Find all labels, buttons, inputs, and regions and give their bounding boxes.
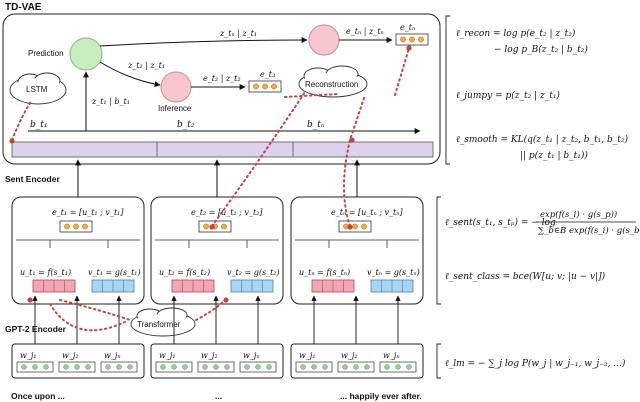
- sent-equation-lhs: ℓ_sent(s_t₁, s_tₚ) = − log: [445, 217, 556, 228]
- connector-dot: [209, 224, 215, 230]
- b-t1-label: b_t₁: [30, 120, 48, 130]
- v-vector: [91, 279, 135, 293]
- word-label: w_jₙ: [383, 351, 400, 360]
- embedding-dot: [352, 223, 358, 230]
- inference-label: Inference: [158, 104, 192, 113]
- word-label: w_j₂: [341, 351, 358, 360]
- word-label: w_j₁: [159, 351, 176, 360]
- sent-equation-den: ∑_b∈B exp(f(s_i) · g(s_b)): [538, 225, 640, 236]
- embedding-dot: [409, 36, 415, 43]
- story-middle-text: ...: [215, 391, 222, 401]
- embedding-dot: [262, 83, 268, 90]
- word-label: w_j₁: [299, 351, 316, 360]
- embedding-dot: [203, 223, 209, 230]
- embedding-dot: [271, 83, 277, 90]
- embedding-dot: [73, 223, 79, 230]
- u-equation: u_t₁ = f(s_t₁): [20, 268, 71, 277]
- prediction-to-inference-arrow: [99, 61, 161, 88]
- embedding-dot: [253, 83, 259, 90]
- prediction-node: [69, 37, 103, 71]
- connector-dot: [406, 45, 412, 51]
- e-equation: e_tₙ = [u_tₙ ; v_tₙ]: [331, 208, 403, 217]
- story-start-text: Once upon ...: [11, 391, 65, 401]
- e-tn-label: e_tₙ: [400, 23, 415, 32]
- connector-dot: [9, 138, 15, 144]
- transformer-cloud: Transformer: [130, 307, 196, 337]
- embedding-dot: [400, 36, 406, 43]
- recon-equation-cont: − log p_B(z_t₂ | b_t₂): [494, 44, 588, 55]
- e-equation: e_t₂ = [u_t₂ ; v_t₂]: [191, 208, 263, 217]
- lstm-cloud: LSTM: [9, 72, 67, 105]
- e-t3-label: e_t₃: [260, 70, 275, 79]
- gpt2-encoder-title: GPT-2 Encoder: [5, 324, 67, 334]
- embedding-dot: [82, 223, 88, 230]
- b-t2-label: b_t₂: [177, 120, 195, 130]
- embedding-dot: [418, 36, 424, 43]
- b-tn-label: b_tₙ: [307, 120, 325, 130]
- embedding-dot: [221, 223, 227, 230]
- reconstruction-label: Reconstruction: [305, 80, 358, 89]
- word-group-3: w_j₁ w_j₂ w_jₙ: [290, 343, 424, 379]
- word-label: w_jₙ: [243, 351, 260, 360]
- word-label: w_j₂: [62, 351, 79, 360]
- dotted-connectors: [11, 44, 411, 332]
- v-equation: v_t₂ = g(s_t₂): [227, 268, 280, 277]
- sent-class-equation: ℓ_sent_class = bce(W[u; v; |u − v|]): [445, 271, 606, 282]
- u-vector: [311, 279, 355, 293]
- e-equation: e_t₁ = [u_t₁ ; v_t₁]: [52, 208, 124, 217]
- zn-node: [308, 24, 340, 56]
- word-group-2: w_j₁ w_j₂ w_jₙ: [150, 343, 284, 379]
- inference-node: [160, 71, 192, 103]
- sent-encoder-brace: [436, 196, 441, 305]
- connector-dot: [347, 224, 353, 230]
- u-equation: u_tₙ = f(s_tₙ): [299, 268, 350, 277]
- word-label: w_jₙ: [104, 351, 121, 360]
- sent-encoder-title: Sent Encoder: [5, 174, 60, 184]
- story-end-text: ... happily ever after.: [340, 391, 422, 401]
- word-group-1: w_j₁ w_j₂ w_jₙ: [11, 343, 145, 379]
- z1-given-b1-label: z_t₁ | b_t₁: [91, 97, 130, 106]
- v-vector: [230, 279, 274, 293]
- recon-equation: ℓ_recon = log p(e_t₂ | z_t₂): [456, 28, 576, 39]
- v-equation: v_tₙ = g(s_tₙ): [367, 268, 420, 277]
- en-given-zn-label: e_tₙ | z_tₙ: [346, 27, 384, 36]
- prediction-label: Prediction: [28, 49, 64, 58]
- connector-dot: [349, 137, 355, 143]
- v-equation: v_t₁ = g(s_t₁): [88, 268, 141, 277]
- sent-equation-num: exp(f(s_i) · g(s_p)): [540, 209, 617, 220]
- word-label: w_j₂: [201, 351, 218, 360]
- u-equation: u_t₂ = f(s_t₂): [159, 268, 210, 277]
- smooth-equation: ℓ_smooth = KL(q(z_t₁ | z_t₂, b_t₁, b_t₂): [456, 134, 628, 145]
- prediction-to-zn-arrow: [99, 37, 308, 47]
- jumpy-equation: ℓ_jumpy = p(z_t₂ | z_t₁): [456, 90, 560, 101]
- embedding-dot: [64, 223, 70, 230]
- zn-given-z1-label: z_tₙ | z_t₁: [219, 29, 257, 38]
- z2-given-z1-label: z_t₂ | z_t₁: [127, 61, 165, 70]
- u-vector: [171, 279, 215, 293]
- connector-dot: [223, 297, 229, 303]
- embedding-dot: [361, 223, 367, 230]
- transformer-label: Transformer: [137, 320, 181, 329]
- lstm-label: LSTM: [26, 85, 48, 94]
- b-states-bar: [11, 141, 434, 158]
- connector-dot: [27, 297, 33, 303]
- v-vector: [370, 279, 414, 293]
- gpt2-brace: [436, 343, 441, 379]
- e2-given-z2-label: e_t₂ | z_t₂: [203, 74, 241, 83]
- tdvae-brace: [445, 15, 450, 165]
- lm-equation: ℓ_lm = − ∑_j log P(w_j | w_j₋₁, w_j₋₂, .…: [445, 358, 626, 369]
- smooth-equation-cont: || p(z_t₁ | b_t₁)): [520, 150, 588, 161]
- u-vector: [32, 279, 76, 293]
- tdvae-title: TD-VAE: [5, 2, 42, 13]
- reconstruction-cloud: Reconstruction: [298, 65, 368, 98]
- word-label: w_j₁: [20, 351, 37, 360]
